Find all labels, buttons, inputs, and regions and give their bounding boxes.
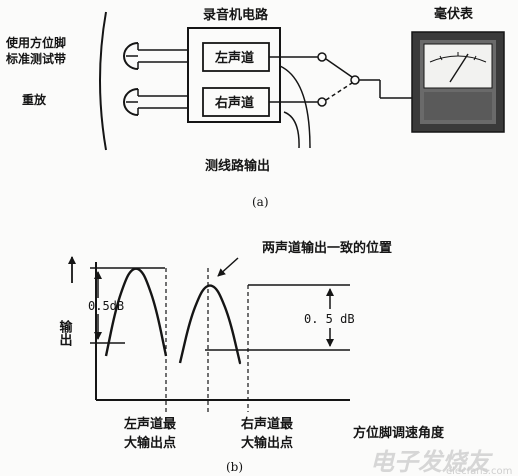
- millivoltmeter: [411, 31, 505, 133]
- probe-arc-outer: [279, 65, 311, 149]
- playback-head-upper: [123, 42, 139, 70]
- playback-label: 重放: [22, 92, 47, 107]
- right-channel-box: [202, 87, 270, 117]
- chart-curves: [104, 267, 242, 365]
- right-peak-label-line1: 右声道最: [240, 416, 294, 432]
- channel-switch: [317, 52, 412, 107]
- tape-bracket: [99, 11, 107, 151]
- figure-a: 使用方位脚 标准测试带 重放 录音机电路 左声道 右声道: [5, 6, 505, 209]
- figure-b: 两声道输出一致的位置 输出 0.5dB 0. 5 dB 左声道最 大输出点 右声…: [57, 240, 446, 474]
- series-curve-left: [104, 267, 168, 357]
- right-channel-label: 右声道: [214, 95, 254, 111]
- left-channel-label: 左声道: [215, 50, 254, 66]
- watermark-url: elecfans.com: [446, 466, 512, 476]
- left-peak-label-line1: 左声道最: [124, 416, 177, 432]
- caption-b: (b): [226, 460, 243, 474]
- left-channel-box: [202, 42, 270, 72]
- meter-title: 毫伏表: [434, 6, 474, 22]
- caption-a: (a): [252, 195, 269, 209]
- series-curve-right: [178, 284, 242, 365]
- x-axis-label: 方位脚调速角度: [353, 425, 445, 441]
- output-test-label: 测线路输出: [205, 158, 270, 174]
- y-axis-label: 输出: [57, 319, 73, 347]
- playback-head-lower: [123, 88, 139, 116]
- meter-needle: [449, 53, 469, 83]
- equal-output-annotation: 两声道输出一致的位置: [262, 240, 392, 256]
- watermark-logo: 电子发烧友: [370, 448, 494, 476]
- tape-label-line2: 标准测试带: [5, 51, 66, 66]
- equal-output-arrow: [217, 257, 239, 277]
- recorder-title: 录音机电路: [203, 7, 269, 23]
- probe-arc-inner: [283, 111, 300, 149]
- left-peak-label-line2: 大输出点: [124, 435, 176, 451]
- tape-label-line1: 使用方位脚: [5, 35, 66, 50]
- right-peak-label-line2: 大输出点: [241, 435, 293, 451]
- right-db-label: 0. 5 dB: [304, 312, 355, 326]
